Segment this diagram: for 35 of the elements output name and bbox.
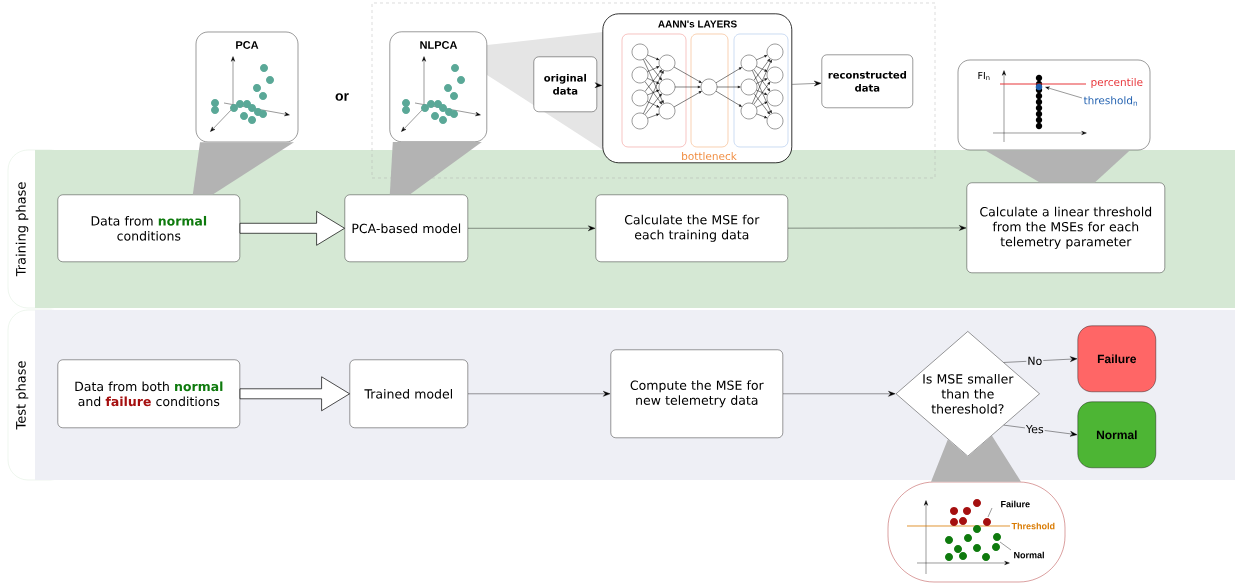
node-label: Training phase [15, 182, 29, 277]
arrow [1003, 424, 1078, 437]
edge-label: Yes [1024, 424, 1045, 435]
process-box: PCA-based model [344, 194, 468, 262]
zoom-wedge [985, 150, 1130, 183]
threshold-chart-panel: FI$_{n}$ percentile threshold$_{n}$ [957, 59, 1151, 151]
connector-word: or [335, 93, 349, 101]
process-box: Calculate a linear threshold from the MSEs for each telemetry parameter [966, 182, 1165, 273]
process-box: Data from normal conditions [57, 194, 240, 262]
arrow [792, 80, 822, 87]
scatter-plot-panel: PCA [195, 31, 299, 143]
result-box: Failure [1077, 325, 1156, 392]
zoom-wedge [931, 435, 1021, 482]
process-box: Trained model [349, 359, 468, 428]
process-box: Compute the MSE for new telemetry data [610, 349, 783, 438]
result-box: Normal [1077, 401, 1156, 468]
process-box: Calculate the MSE for each training data [595, 194, 788, 262]
neural-network-panel: AANN's LAYERS bottleneck [602, 13, 793, 164]
arrow [1003, 356, 1078, 363]
zoom-wedge [192, 142, 294, 195]
arrow [782, 391, 896, 397]
arrow [787, 225, 967, 231]
block-arrow [239, 376, 350, 412]
scatter-plot-panel: NLPCA [389, 31, 487, 142]
process-box: Data from both normal and failure conditions [57, 359, 240, 428]
zoom-wedge [389, 142, 482, 195]
data-box: original data [533, 56, 597, 112]
classification-chart-panel: Failure Threshold Normal [887, 481, 1066, 583]
node-label: Test phase [15, 361, 29, 430]
edge-label: No [1026, 355, 1044, 366]
arrow [594, 82, 603, 88]
data-box: reconstructed data [821, 54, 913, 108]
block-arrow [239, 210, 345, 246]
arrow [467, 225, 596, 232]
arrow [467, 391, 611, 397]
